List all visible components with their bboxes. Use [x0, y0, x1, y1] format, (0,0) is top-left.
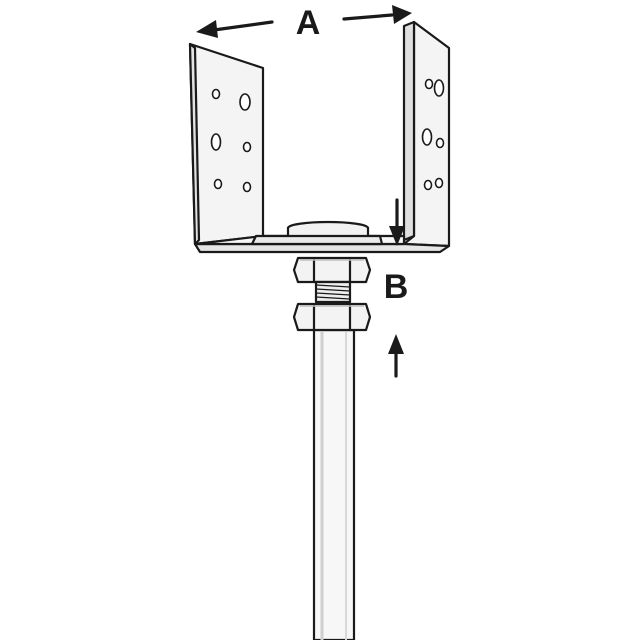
bracket-hole	[424, 78, 434, 90]
dimension-b-label: B	[384, 268, 409, 306]
bracket-hole	[242, 141, 252, 153]
dimension-a: A	[196, 4, 412, 42]
threaded-rod	[312, 328, 356, 640]
bracket-right-flange	[402, 20, 451, 248]
bracket-hole	[211, 88, 221, 100]
dimension-a-left-arrowhead	[196, 20, 218, 38]
bracket-hole	[423, 179, 433, 191]
bracket-hole	[433, 79, 445, 97]
dimension-b-down-arrowhead	[389, 226, 405, 246]
dimension-a-label: A	[296, 4, 321, 42]
bracket-hole	[239, 93, 251, 111]
bracket-hole	[242, 181, 252, 193]
dimension-a-right-arrow	[342, 13, 394, 21]
bracket-hole	[434, 177, 444, 189]
bracket-left-flange	[188, 42, 265, 246]
bracket-hole	[435, 137, 445, 149]
dimension-a-left-arrow	[212, 20, 274, 32]
dimension-b: B	[384, 198, 409, 378]
bracket-hole	[210, 133, 222, 151]
bracket-hole	[213, 178, 223, 190]
bracket-base-plate	[193, 220, 451, 254]
upper-hex-nut	[292, 256, 372, 284]
thread-section	[314, 280, 352, 304]
bracket-hole	[421, 128, 433, 146]
lower-hex-nut	[292, 302, 372, 332]
dimension-b-up-arrowhead	[388, 334, 404, 354]
dimension-a-right-arrowhead	[392, 5, 412, 24]
